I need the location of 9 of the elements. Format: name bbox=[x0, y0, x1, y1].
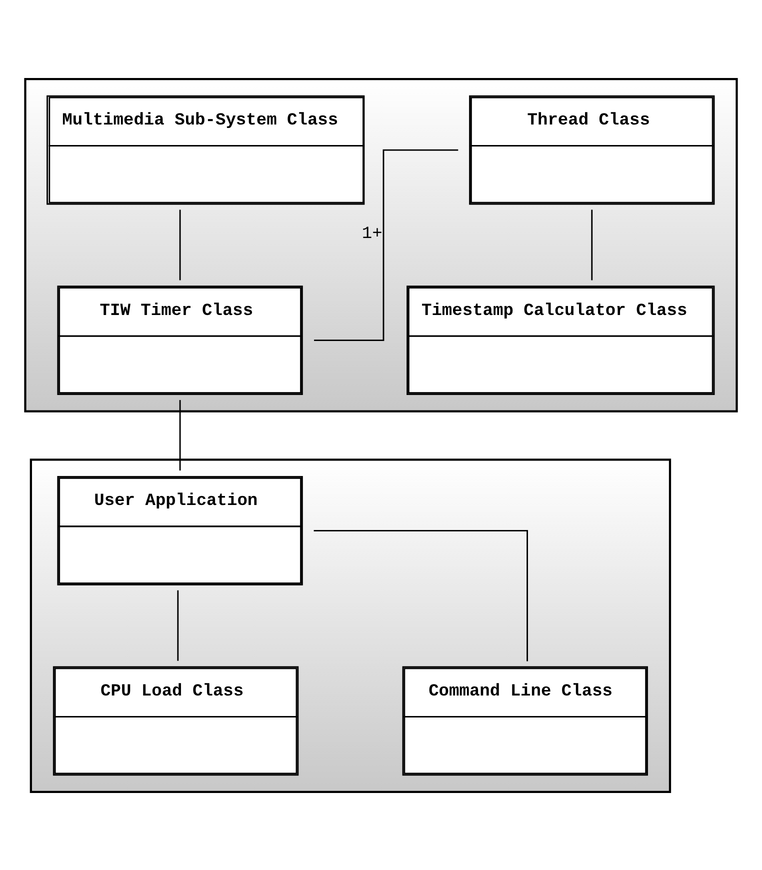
cluster bbox=[24, 77, 738, 412]
edge-label: 1+ bbox=[362, 224, 382, 244]
connector bbox=[179, 400, 181, 470]
cluster bbox=[30, 458, 672, 793]
connector bbox=[314, 529, 528, 661]
connector bbox=[591, 209, 593, 280]
connector bbox=[179, 209, 181, 280]
connector bbox=[177, 590, 179, 660]
connector bbox=[314, 148, 458, 341]
